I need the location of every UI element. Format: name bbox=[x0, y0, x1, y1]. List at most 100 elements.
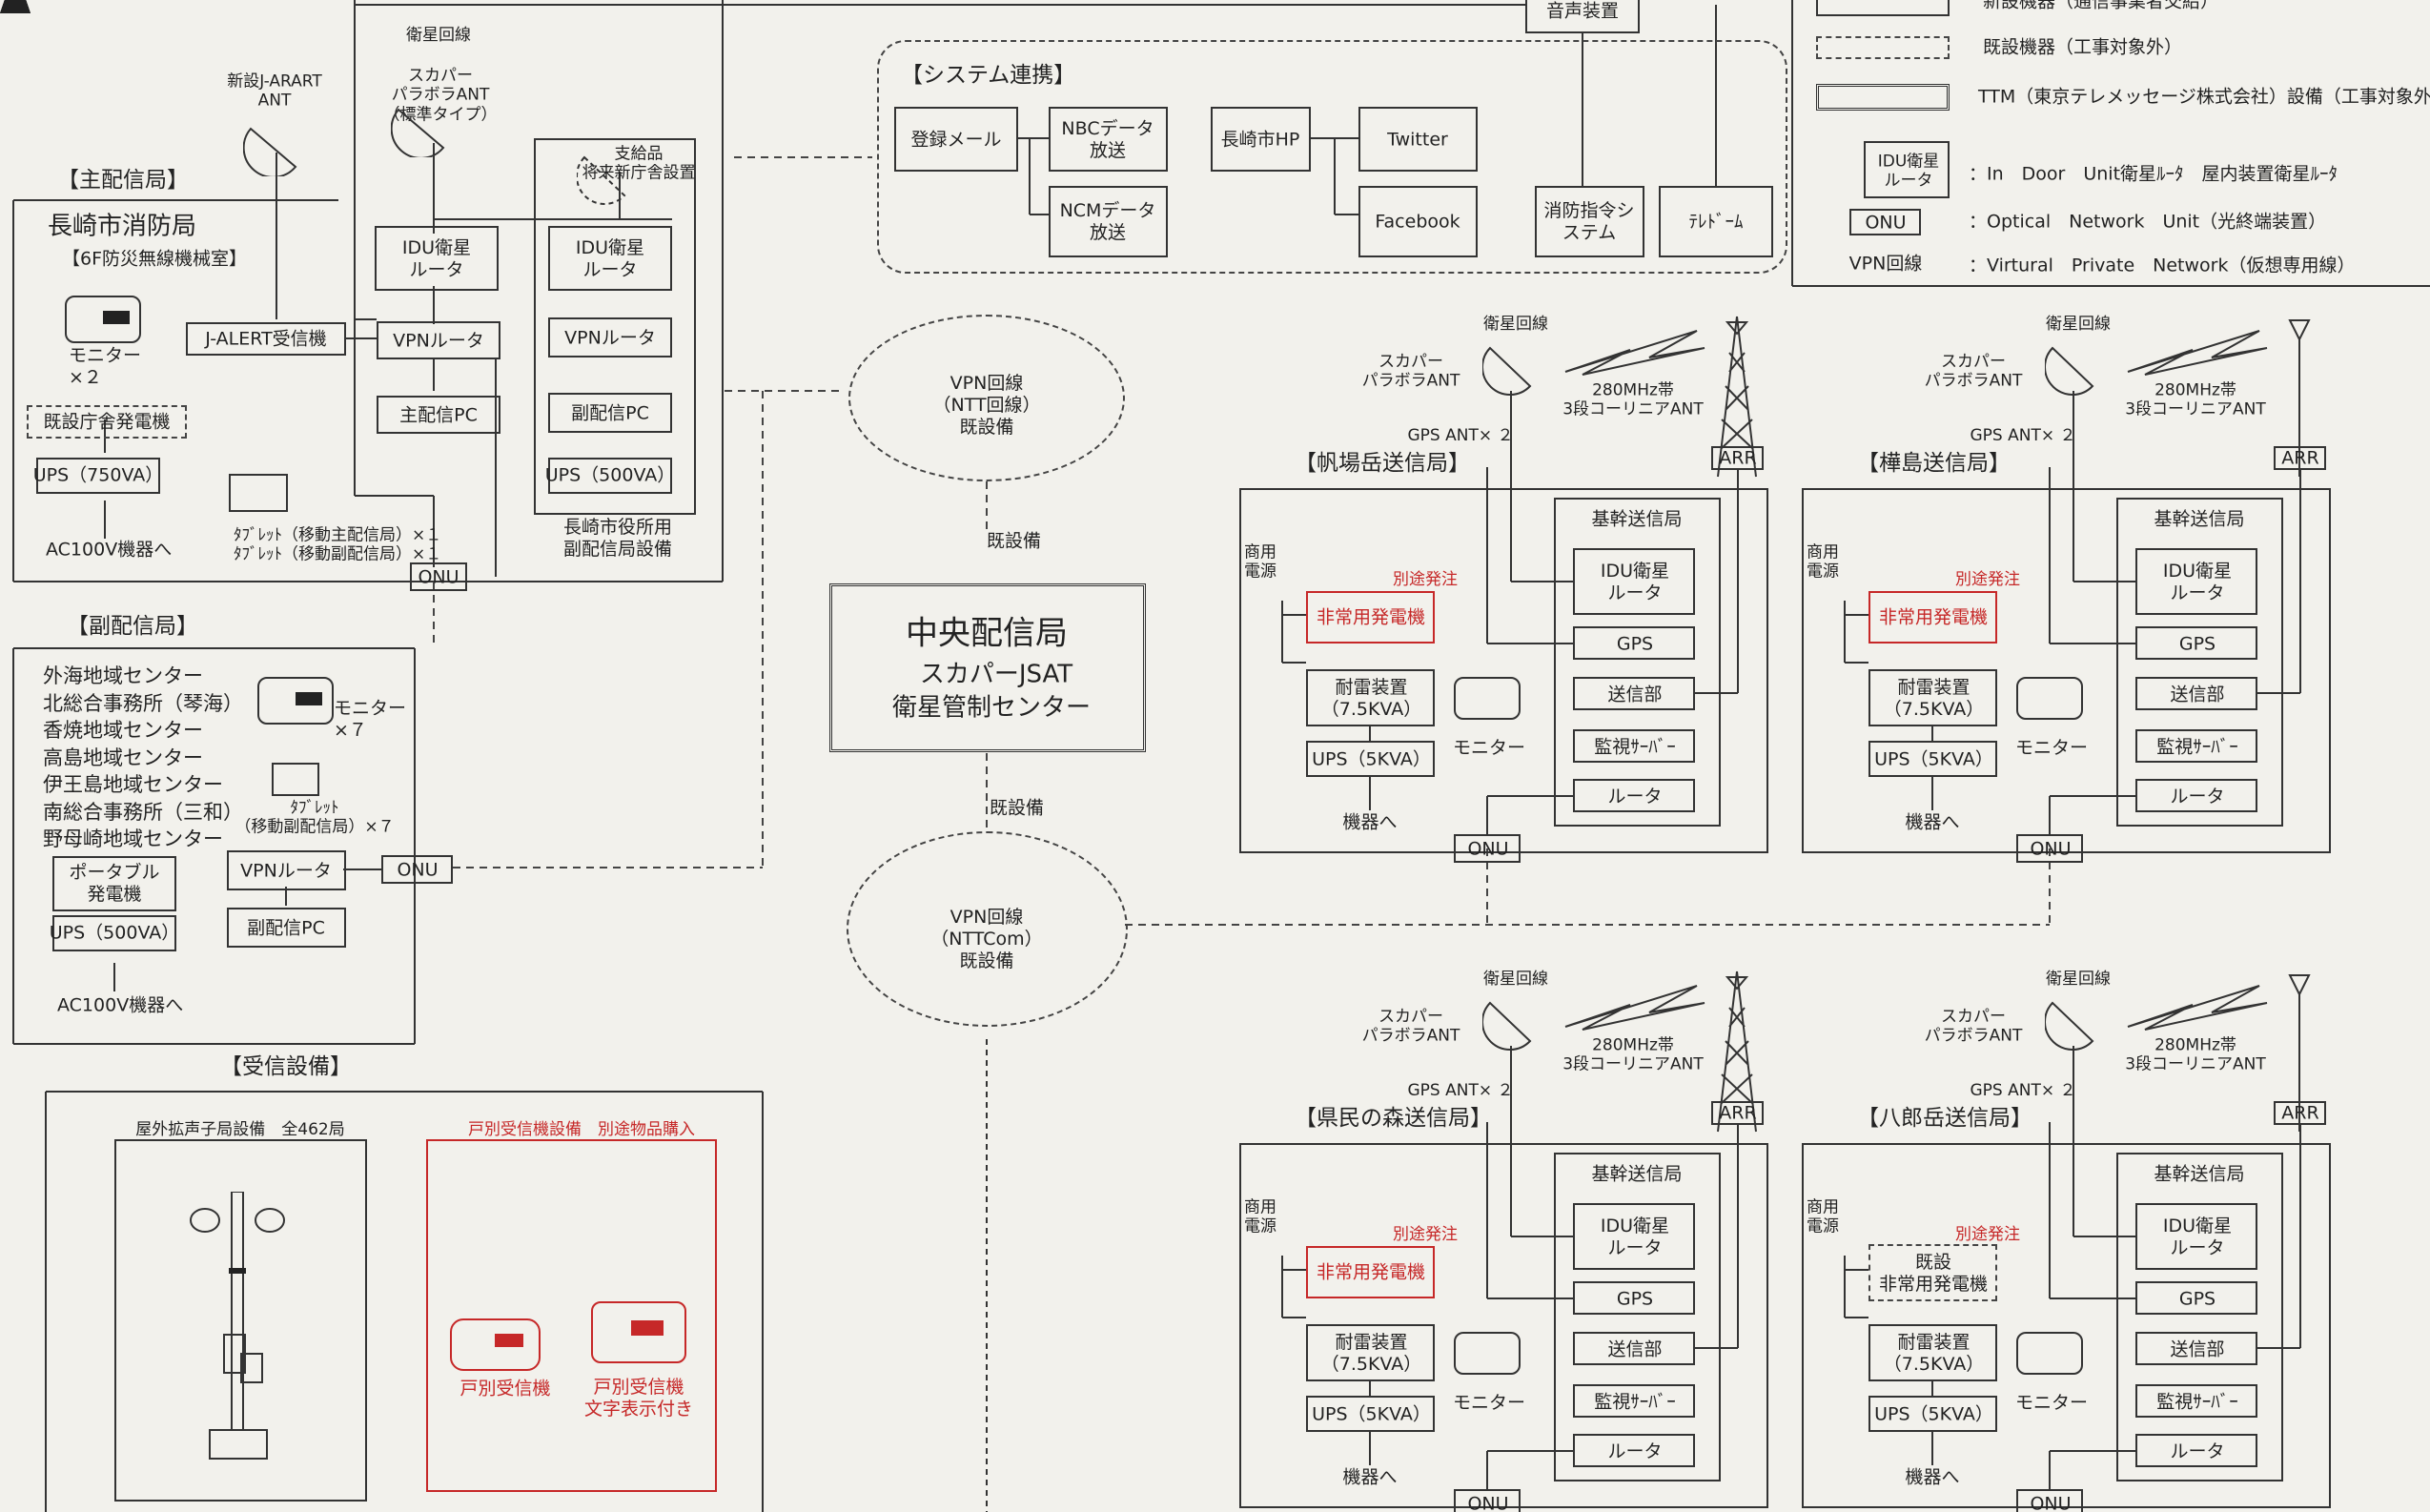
station-name: 【県民の森送信局】 bbox=[1295, 1106, 1492, 1132]
station-generator-label: 非常用発電機 bbox=[1316, 606, 1426, 628]
cityhall-frame bbox=[534, 138, 696, 515]
sub-centers-list: 外海地域センター 北総合事務所（琴海） 香焼地域センター 高島地域センター 伊王… bbox=[43, 664, 243, 850]
registered-mail-box: 登録メール bbox=[894, 107, 1018, 172]
jalert-antenna-label: 新設J-ARART ANT bbox=[227, 72, 322, 111]
station-to-equipment-label: 機器へ bbox=[1342, 811, 1398, 833]
receiver-label-1: 戸別受信機 bbox=[459, 1378, 551, 1400]
station-wiring bbox=[1281, 391, 1739, 834]
system-linkage-frame bbox=[877, 40, 1787, 274]
individual-receiver-frame bbox=[426, 1139, 717, 1492]
station-tower-icon bbox=[2288, 319, 2311, 477]
main-onu-box: ONU bbox=[410, 562, 467, 591]
twitter-box: Twitter bbox=[1358, 107, 1478, 172]
station-idu-box-label: IDU衛星 ルータ bbox=[1600, 561, 1670, 603]
sub-office-title: 【副配信局】 bbox=[67, 614, 198, 640]
main-monitor-label: モニター ×２ bbox=[69, 345, 142, 388]
station-frame bbox=[1239, 488, 1768, 853]
station-ups-box-label: UPS（5KVA） bbox=[1312, 1403, 1431, 1425]
station-skyper-antenna-icon bbox=[1482, 346, 1532, 396]
station-gps-ant-icon bbox=[0, 0, 31, 13]
station-onu-box: ONU bbox=[2016, 1489, 2083, 1512]
main-ac-label: AC100V機器へ bbox=[46, 539, 173, 561]
station-gps-ant-label: GPS ANT× ２ bbox=[1970, 1080, 2076, 1100]
station-arr-label: ARR bbox=[1719, 1102, 1757, 1124]
sub-pc-box: 副配信PC bbox=[227, 908, 346, 948]
main-office-room: 【6F防災無線機械室】 bbox=[62, 248, 248, 270]
station-seismic-box-label: 耐雷装置 （7.5KVA） bbox=[1320, 677, 1422, 720]
audio-device: 音声装置 bbox=[1525, 0, 1640, 33]
station-to-equipment-label: 機器へ bbox=[1905, 1466, 1960, 1488]
main-monitor-icon bbox=[65, 296, 141, 343]
main-generator-box: 既設庁舎発電機 bbox=[27, 405, 187, 439]
station-band-label: 280MHz帯 3段コーリニアANT bbox=[2125, 380, 2266, 419]
nbc-data-box: NBCデータ 放送 bbox=[1049, 107, 1168, 172]
station-idu-box: IDU衛星 ルータ bbox=[1573, 1203, 1695, 1270]
station-generator-box: 非常用発電機 bbox=[1868, 591, 1997, 644]
station-router-box: ルータ bbox=[1573, 1434, 1695, 1467]
radio-wave-icon bbox=[2127, 985, 2268, 1031]
station-skyper-antenna-icon bbox=[2045, 1001, 2094, 1051]
station-monitor-label: モニター bbox=[1452, 1392, 1526, 1414]
station-gps-ant-label: GPS ANT× ２ bbox=[1970, 425, 2076, 445]
existing-label-1: 既設備 bbox=[987, 530, 1042, 552]
sub-monitor-icon bbox=[257, 677, 334, 725]
station-frame bbox=[1802, 1143, 2331, 1508]
central-station-box bbox=[829, 583, 1146, 752]
station-tx-box: 送信部 bbox=[2135, 1332, 2257, 1365]
main-skyper-antenna-icon bbox=[391, 108, 445, 157]
station-gps-box: GPS bbox=[1573, 1281, 1695, 1315]
main-ups-box: UPS（750VA） bbox=[33, 458, 163, 494]
main-pc-box: 主配信PC bbox=[377, 396, 500, 434]
station-ups-box-label: UPS（5KVA） bbox=[1874, 748, 1993, 770]
outdoor-speaker-label: 屋外拡声子局設備 全462局 bbox=[135, 1119, 345, 1139]
sub-vpn-box: VPNルータ bbox=[227, 850, 346, 890]
station-name: 【八郎岳送信局】 bbox=[1857, 1106, 2032, 1132]
station-generator-box: 非常用発電機 bbox=[1306, 591, 1435, 644]
legend-onu-box: ONU bbox=[1849, 209, 1921, 235]
station-ups-box: UPS（5KVA） bbox=[1868, 741, 1997, 777]
station-monitor-label: モニター bbox=[2014, 1392, 2089, 1414]
station-separate-label: 別途発注 bbox=[1393, 1224, 1458, 1244]
station-tx-box: 送信部 bbox=[1573, 1332, 1695, 1365]
station-skyper-label: スカパー パラボラANT bbox=[1361, 352, 1460, 391]
station-tower-icon bbox=[1717, 316, 1757, 478]
main-office-name: 長崎市消防局 bbox=[48, 212, 197, 241]
station-power-label: 商用 電源 bbox=[1244, 1197, 1276, 1236]
station-gps-box-label: GPS bbox=[1616, 633, 1654, 655]
legend-existing-label: 既設機器（工事対象外） bbox=[1983, 36, 2183, 58]
legend-ttm-swatch bbox=[1816, 84, 1950, 111]
vpn-ntt-label: VPN回線 （NTT回線） 既設備 bbox=[932, 372, 1041, 438]
legend-vpn-desc: ：Virtural Private Network（仮想専用線） bbox=[1969, 255, 2356, 276]
station-gps-box: GPS bbox=[1573, 626, 1695, 660]
legend-new-swatch bbox=[1816, 0, 1950, 16]
station-kikan-frame bbox=[2116, 498, 2283, 827]
station-watch-box: 監視ｻｰﾊﾞｰ bbox=[1573, 1384, 1695, 1418]
station-gps-ant-label: GPS ANT× ２ bbox=[1407, 1080, 1514, 1100]
station-watch-box-label: 監視ｻｰﾊﾞｰ bbox=[2156, 736, 2238, 758]
cityhall-vpn-box: VPNルータ bbox=[548, 317, 672, 358]
station-watch-box: 監視ｻｰﾊﾞｰ bbox=[2135, 729, 2257, 763]
sub-ac-label: AC100V機器へ bbox=[57, 994, 184, 1016]
cityhall-antenna-icon bbox=[577, 155, 626, 205]
station-skyper-label: スカパー パラボラANT bbox=[1924, 352, 2023, 391]
outdoor-speaker-frame bbox=[114, 1139, 367, 1502]
teledome-box: ﾃﾚﾄﾞｰﾑ bbox=[1659, 186, 1773, 257]
outdoor-speaker-icon bbox=[190, 1192, 285, 1460]
station-sat-line-label: 衛星回線 bbox=[2046, 969, 2111, 989]
station-seismic-box: 耐雷装置 （7.5KVA） bbox=[1868, 669, 1997, 726]
station-watch-box: 監視ｻｰﾊﾞｰ bbox=[1573, 729, 1695, 763]
station-monitor-label: モニター bbox=[2014, 737, 2089, 759]
station-frame bbox=[1802, 488, 2331, 853]
station-gps-box-label: GPS bbox=[2178, 1288, 2216, 1310]
radio-wave-icon bbox=[1564, 330, 1705, 376]
station-kikan-frame bbox=[2116, 1153, 2283, 1481]
station-frame bbox=[1239, 1143, 1768, 1508]
station-seismic-box-label: 耐雷装置 （7.5KVA） bbox=[1883, 1332, 1985, 1375]
station-router-box-label: ルータ bbox=[1607, 786, 1663, 807]
existing-label-2: 既設備 bbox=[990, 797, 1045, 819]
station-name: 【帆場岳送信局】 bbox=[1295, 451, 1470, 477]
